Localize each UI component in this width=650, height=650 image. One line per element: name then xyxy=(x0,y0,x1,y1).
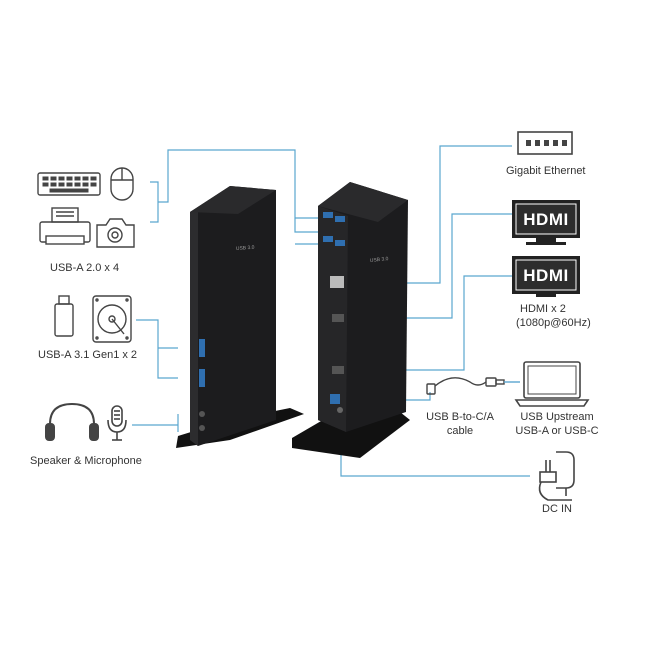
back-dc-in-port xyxy=(337,407,343,413)
printer-icon xyxy=(39,207,91,245)
dock-front-face xyxy=(190,208,198,446)
ethernet-port-icon xyxy=(517,131,573,155)
front-audio-jack-2 xyxy=(199,425,205,431)
dock-front-view: USB 3.0 xyxy=(176,186,304,448)
gigabit-ethernet-label: Gigabit Ethernet xyxy=(506,165,586,177)
usb-a-31-label: USB-A 3.1 Gen1 x 2 xyxy=(38,349,138,361)
usb-upstream-line1: USB Upstream xyxy=(520,411,594,423)
dock-front-body xyxy=(190,186,276,446)
back-hdmi-port-1 xyxy=(332,314,344,322)
hdmi-x2-label: HDMI x 2 xyxy=(520,303,566,315)
line-audio xyxy=(132,414,179,432)
power-adapter-icon xyxy=(538,451,575,501)
line-usb-a-31 xyxy=(136,319,178,379)
usb-upstream-label: USB Upstream USB-A or USB-C xyxy=(508,410,606,438)
laptop-icon xyxy=(514,361,590,407)
headphones-icon xyxy=(45,402,99,441)
dock-front-top xyxy=(190,186,276,214)
mouse-icon xyxy=(110,167,134,201)
hard-drive-icon xyxy=(92,295,132,343)
hdmi-1-screen-label: HDMI xyxy=(523,210,568,229)
usb-b-cable-line1: USB B-to-C/A xyxy=(426,411,494,423)
line-usb-a-20 xyxy=(150,149,318,233)
camera-icon xyxy=(96,218,135,248)
hdmi-resolution-label: (1080p@60Hz) xyxy=(516,317,591,329)
usb-b-cable-label: USB B-to-C/A cable xyxy=(424,410,496,438)
back-hdmi-port-2 xyxy=(332,366,344,374)
dock-back-stand xyxy=(292,410,410,458)
usb-a-20-label: USB-A 2.0 x 4 xyxy=(50,262,120,274)
dc-in-label: DC IN xyxy=(542,503,572,515)
line-usb-a-20-branch xyxy=(295,217,318,245)
speaker-microphone-label: Speaker & Microphone xyxy=(30,455,142,467)
usb-cable-icon xyxy=(426,377,520,395)
back-usb-port-4 xyxy=(335,240,345,246)
hdmi-monitor-icon xyxy=(512,256,580,297)
front-audio-jack-1 xyxy=(199,411,205,417)
dock-back-view: USB 3.0 xyxy=(292,182,410,458)
microphone-icon xyxy=(107,405,127,441)
back-usb-b-port xyxy=(330,394,340,404)
usb-upstream-line2: USB-A or USB-C xyxy=(515,425,599,437)
hdmi-monitor-icon xyxy=(512,200,580,245)
back-usb-port-2 xyxy=(335,216,345,222)
dock-front-print: USB 3.0 xyxy=(236,245,255,252)
front-usb-port-2 xyxy=(199,369,205,387)
back-usb-port-1 xyxy=(323,212,333,218)
back-usb-port-3 xyxy=(323,236,333,242)
dock-back-top xyxy=(318,182,408,222)
usb-b-cable-line2: cable xyxy=(446,425,474,437)
usb-flash-drive-icon xyxy=(54,295,74,337)
hdmi-2-screen-label: HDMI xyxy=(523,266,568,285)
keyboard-icon xyxy=(37,172,101,196)
dock-back-print: USB 3.0 xyxy=(370,256,389,264)
back-ethernet-port xyxy=(330,276,344,288)
front-usb-port-1 xyxy=(199,339,205,357)
